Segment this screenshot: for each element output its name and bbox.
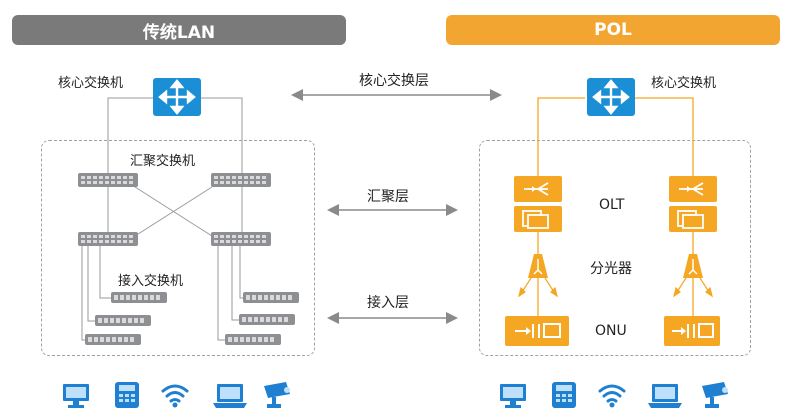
onu-icon [505, 316, 569, 346]
aggregation-layer-label: 汇聚层 [367, 189, 409, 205]
pc-icon [63, 384, 89, 408]
splitter-icon [683, 254, 703, 278]
camera-icon [264, 382, 290, 408]
switch-icon [95, 315, 151, 326]
switch-icon [211, 173, 271, 187]
lan-agg-access-group [41, 140, 315, 356]
switch-icon [85, 334, 141, 345]
pol-title: POL [594, 20, 632, 40]
phone-icon [115, 382, 139, 408]
olt-label: OLT [599, 197, 625, 213]
splitter-icon [528, 254, 548, 278]
phone-icon [552, 382, 576, 408]
lan-agg-switch-label: 汇聚交换机 [130, 154, 196, 169]
lan-title-banner: 传统LAN [12, 15, 346, 45]
core-layer-label: 核心交换层 [359, 73, 429, 89]
switch-icon [225, 334, 281, 345]
camera-icon [702, 382, 728, 408]
onu-label: ONU [595, 323, 627, 339]
olt-icon [514, 176, 562, 232]
onu-icon [664, 316, 720, 346]
laptop-icon [648, 384, 682, 408]
splitter-label: 分光器 [590, 261, 632, 277]
pol-title-banner: POL [446, 15, 780, 45]
lan-access-switch-label: 接入交换机 [118, 274, 184, 289]
access-layer-label: 接入层 [367, 295, 409, 311]
switch-icon [239, 314, 295, 325]
wifi-icon [598, 384, 626, 408]
router-icon [587, 78, 635, 116]
wifi-icon [161, 384, 189, 408]
switch-icon [111, 292, 167, 303]
switch-icon [243, 292, 299, 303]
switch-icon [78, 173, 138, 187]
olt-icon [669, 176, 717, 232]
switch-icon [211, 232, 271, 246]
pc-icon [500, 384, 526, 408]
lan-core-switch-label: 核心交换机 [58, 76, 124, 91]
pol-olt-onu-group [479, 140, 751, 356]
lan-title: 传统LAN [142, 22, 216, 43]
pol-core-switch-label: 核心交换机 [651, 76, 717, 91]
router-icon [153, 78, 201, 116]
laptop-icon [213, 384, 247, 408]
switch-icon [78, 232, 138, 246]
